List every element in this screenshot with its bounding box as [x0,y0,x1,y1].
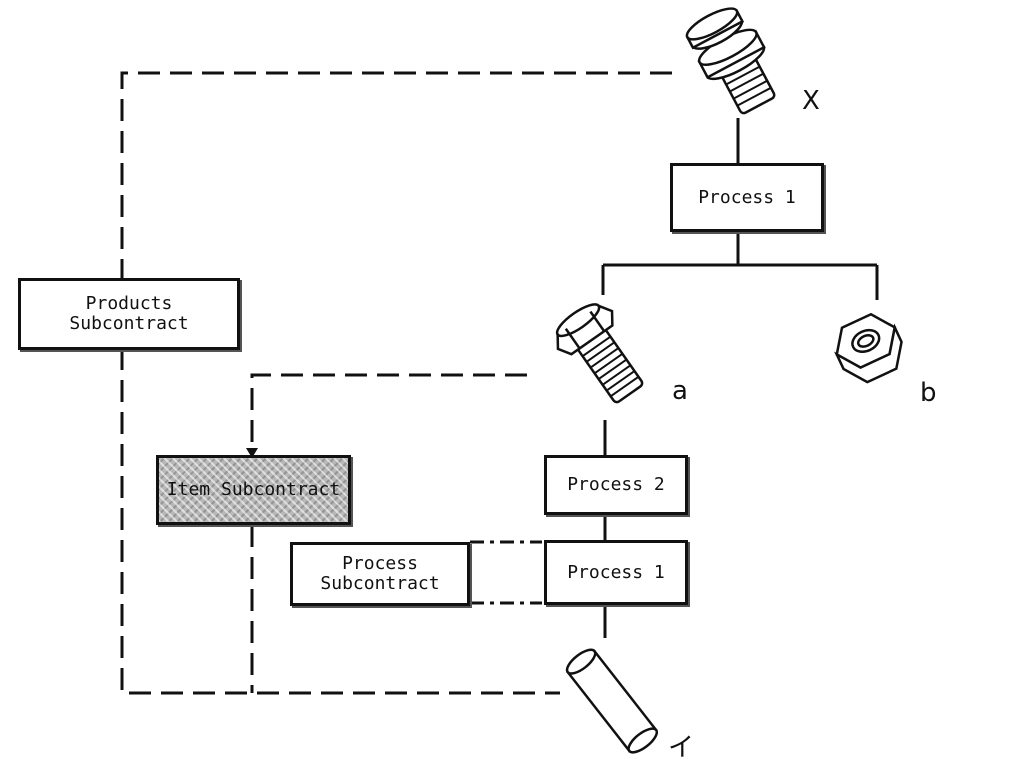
arrow-head-item [246,448,258,458]
item-subcontract-box: Item Subcontract [156,455,351,525]
process-1-lower-label: Process 1 [567,561,665,583]
bolt-label: a [672,376,688,406]
dashed-connectors [120,71,672,695]
nut-label: b [920,378,937,408]
bolt-nut-assembly-icon [685,7,776,115]
process-2-box: Process 2 [544,455,688,515]
process-subcontract-box: Process Subcontract [290,542,470,606]
process-2-label: Process 2 [567,474,665,495]
products-subcontract-box: Products Subcontract [18,278,240,350]
raw-material-label: イ [668,733,695,763]
solid-connectors [601,118,879,638]
products-subcontract-line2: Subcontract [69,313,189,334]
dashed-products-bottom [120,348,560,695]
dashdot-connectors [470,540,542,605]
process-subcontract-line2: Subcontract [320,573,440,594]
process-1-lower-box: Process 1 [544,540,688,605]
bolt-icon [555,303,644,404]
hex-nut-icon [834,312,903,384]
assembly-label: X [802,86,820,116]
item-subcontract-label: Item Subcontract [166,479,341,500]
rod-cylinder-icon [565,648,659,754]
dashed-products-top [120,71,672,280]
products-subcontract-line1: Products [85,293,173,314]
process-subcontract-line1: Process [342,553,418,574]
dashed-item-top [250,373,527,450]
process-1-top-label: Process 1 [698,186,796,208]
process-1-top-box: Process 1 [670,163,824,232]
